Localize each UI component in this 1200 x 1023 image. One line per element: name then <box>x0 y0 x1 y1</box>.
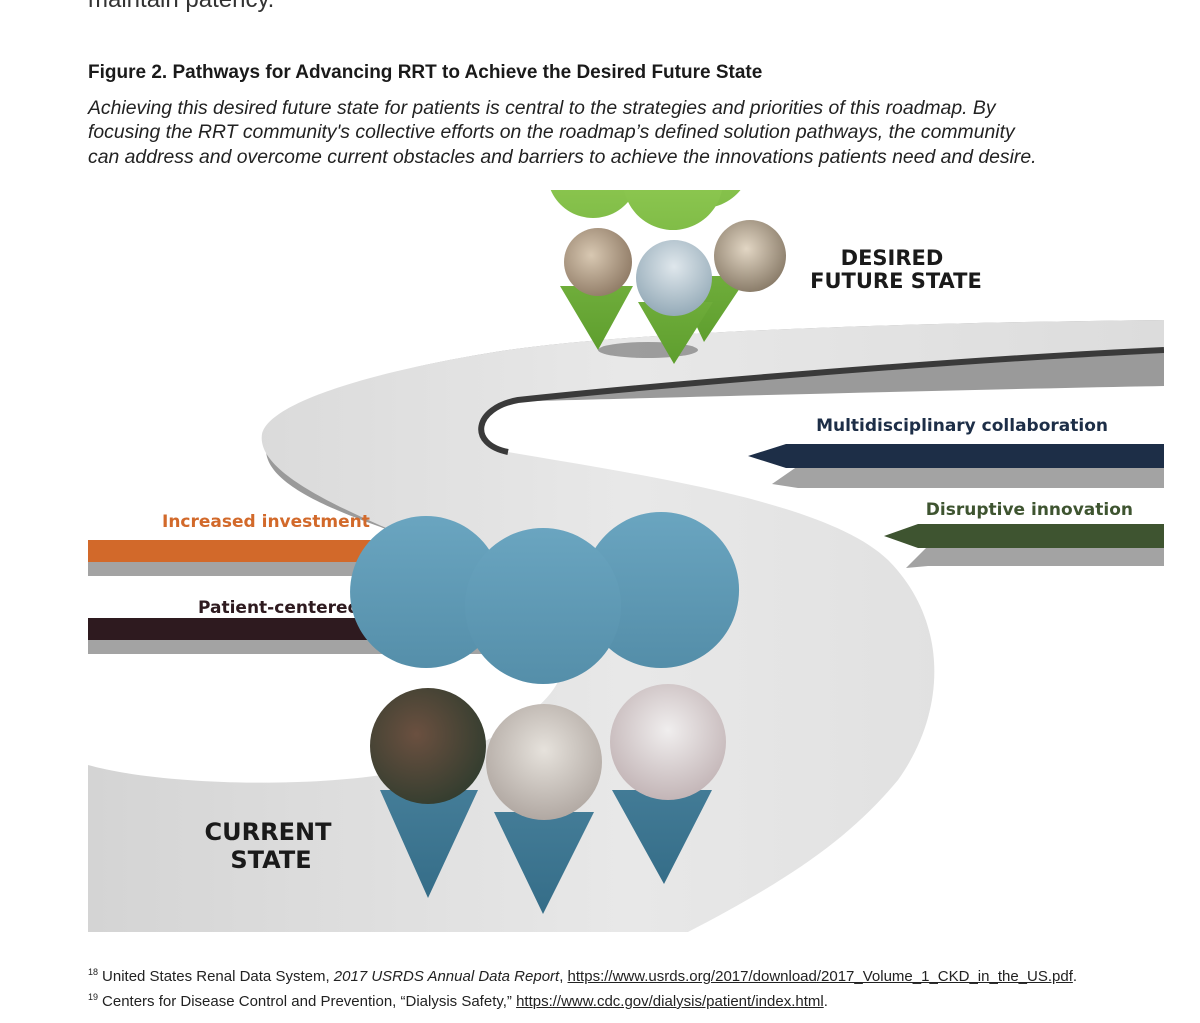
green-pin-icon <box>624 190 722 364</box>
green-pin-icon <box>550 190 636 350</box>
pin-current-right <box>583 512 740 884</box>
photo-patient-arm-icon <box>370 688 486 804</box>
figure-title: Figure 2. Pathways for Advancing RRT to … <box>88 62 763 83</box>
footnote-number: 18 <box>88 967 99 977</box>
arrow-body <box>748 444 1164 468</box>
photo-family-icon <box>564 228 632 296</box>
photo-dialysis-machine-icon <box>610 684 726 800</box>
footnote-number: 19 <box>88 992 99 1002</box>
footnote-end: . <box>1072 968 1078 985</box>
footnote-link-cdc[interactable]: https://www.cdc.gov/dialysis/patient/ind… <box>516 993 824 1010</box>
footnote-link-usrds[interactable]: https://www.usrds.org/2017/download/2017… <box>567 968 1073 985</box>
current-state-pins <box>350 512 740 914</box>
label-desired: DESIRED <box>841 246 944 270</box>
arrow-body <box>884 524 1164 548</box>
caption-line: Achieving this desired future state for … <box>88 97 996 119</box>
label-future-state: FUTURE STATE <box>810 269 982 293</box>
caption-line: can address and overcome current obstacl… <box>88 145 1037 168</box>
roadmap-figure: Multidisciplinary collaboration Disrupti… <box>88 190 1164 932</box>
label-multidisciplinary-collaboration: Multidisciplinary collaboration <box>816 416 1108 436</box>
previous-page-text: maintain patency. <box>88 0 274 14</box>
footnote-text: Centers for Disease Control and Preventi… <box>102 993 517 1010</box>
pin-current-left <box>350 516 503 898</box>
photo-hospital-bed-icon <box>486 704 602 820</box>
road-inner-edge <box>478 347 1164 455</box>
footnote-report-title: 2017 USRDS Annual Data Report <box>333 968 560 985</box>
label-disruptive-innovation: Disruptive innovation <box>926 500 1133 520</box>
arrow-increased-investment <box>88 540 402 580</box>
arrow-shadow <box>906 546 1164 568</box>
arrow-shadow <box>88 560 396 580</box>
pin-current-center <box>465 528 622 914</box>
label-current: CURRENT <box>205 818 333 846</box>
desired-state-pins <box>550 190 786 364</box>
photo-walking-icon <box>636 240 712 316</box>
pin-desired-center <box>624 190 722 364</box>
blue-pin-icon <box>350 516 503 898</box>
pin-desired-left <box>550 190 636 350</box>
label-increased-investment: Increased investment <box>162 512 370 532</box>
footnote-end: . <box>823 993 828 1010</box>
caption-line: focusing the RRT community's collective … <box>88 121 1015 144</box>
blue-pin-icon <box>583 512 740 884</box>
road-edge <box>88 320 1164 839</box>
arrow-body <box>88 540 402 562</box>
arrow-multidisciplinary-collaboration <box>748 444 1164 488</box>
photo-friends-icon <box>714 220 786 292</box>
arrow-shadow <box>772 466 1164 488</box>
footnote-text: United States Renal Data System, <box>102 968 334 985</box>
label-state: STATE <box>230 846 311 874</box>
figure-caption: Achieving this desired future state for … <box>88 96 1168 169</box>
arrow-disruptive-innovation <box>884 524 1164 568</box>
footnote-separator: , <box>559 968 568 985</box>
blue-pin-icon <box>465 528 622 914</box>
